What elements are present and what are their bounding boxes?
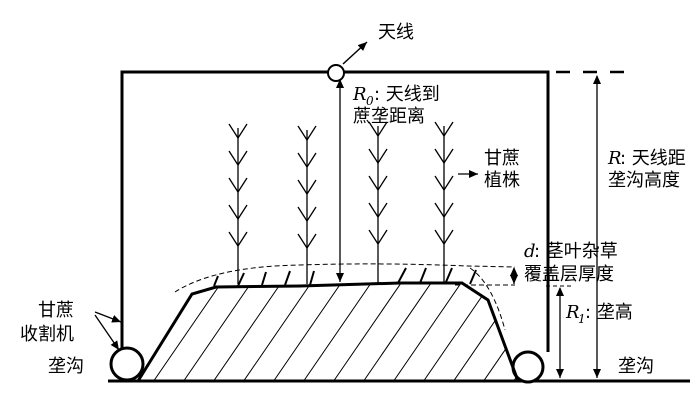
left-wheel	[109, 346, 145, 382]
ridge-outline	[136, 281, 520, 382]
stubble-strokes	[213, 267, 477, 287]
sugarcane-plant	[297, 125, 317, 284]
plant-label: 甘蔗 植株	[484, 148, 520, 191]
cover-layer-right	[469, 267, 506, 331]
sugarcane-plant	[434, 121, 454, 284]
r1-symbol: R	[565, 302, 580, 323]
r-symbol: R	[607, 148, 622, 169]
plant-label-line1: 甘蔗	[484, 148, 520, 169]
plant-label-line2: 植株	[484, 170, 520, 191]
furrow-label-right: 垄沟	[618, 356, 654, 377]
sugarcane-plant	[228, 123, 248, 284]
r1-subscript: 1	[578, 312, 586, 326]
sugarcane-plants	[228, 121, 454, 284]
d-label: d : 茎叶杂草 覆盖层厚度	[524, 241, 618, 285]
r0-label: R 0 : 天线到 蔗垄距离	[352, 84, 440, 127]
antenna-arrow	[342, 41, 368, 65]
d-text-line2: 覆盖层厚度	[524, 264, 614, 285]
r0-symbol: R	[352, 84, 367, 105]
antenna-label: 天线	[378, 22, 414, 43]
r-label: R : 天线距 垄沟高度	[607, 148, 686, 191]
d-text-line1: : 茎叶杂草	[534, 241, 618, 262]
r-text-line1: : 天线距	[620, 148, 686, 169]
cover-layer-top	[174, 263, 516, 293]
r0-text-line2: 蔗垄距离	[353, 106, 425, 127]
harvester-label-line1: 甘蔗	[38, 300, 74, 321]
r1-text-line1: : 垄高	[585, 302, 633, 323]
sugarcane-plant	[368, 121, 388, 284]
r0-subscript: 0	[366, 94, 374, 108]
harvester-label: 甘蔗 收割机	[20, 300, 74, 345]
r0-text-line1: : 天线到	[374, 84, 440, 105]
ridge-hatching	[138, 283, 518, 381]
harvester-label-line2: 收割机	[20, 324, 74, 345]
harvester-arrow-frame	[94, 311, 122, 323]
harvester-frame	[120, 70, 550, 352]
r-text-line2: 垄沟高度	[608, 170, 680, 191]
furrow-label-left: 垄沟	[48, 356, 84, 377]
antenna-circle	[327, 64, 345, 82]
d-symbol: d	[524, 241, 536, 262]
r1-label: R 1 : 垄高	[565, 302, 633, 326]
harvester-arrow-wheel	[94, 314, 120, 351]
